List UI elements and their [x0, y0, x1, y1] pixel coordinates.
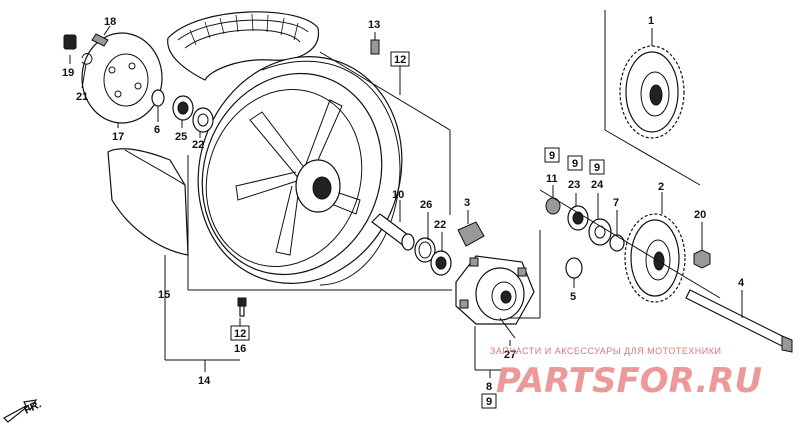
- label-1: 1: [648, 15, 654, 27]
- svg-text:9: 9: [572, 158, 578, 170]
- boxed-label-9-a: 9: [544, 147, 560, 163]
- rear-axle: [685, 289, 793, 353]
- svg-text:9: 9: [549, 150, 555, 162]
- driven-flange: [455, 255, 535, 325]
- left-bearings: [151, 89, 214, 133]
- sprocket-2: [624, 213, 686, 303]
- svg-text:12: 12: [394, 54, 406, 66]
- front-direction-arrow: FR.: [3, 398, 43, 423]
- damper-3: [457, 221, 485, 247]
- rear-fender: [107, 148, 189, 256]
- brake-disc: [81, 32, 163, 124]
- disc-bolts: [63, 33, 109, 65]
- valve-stem: [237, 297, 247, 317]
- label-19: 19: [62, 67, 74, 79]
- label-16: 16: [234, 343, 246, 355]
- watermark-logo: PARTSFOR.RU: [496, 361, 762, 401]
- label-3: 3: [464, 197, 470, 209]
- watermark: ЗАПЧАСТИ И АКСЕССУАРЫ ДЛЯ МОТОТЕХНИКИ PA…: [490, 346, 762, 401]
- label-25: 25: [175, 131, 187, 143]
- label-8: 8: [486, 381, 492, 393]
- boxed-label-9-b: 9: [567, 155, 583, 171]
- stud-27: [499, 317, 516, 339]
- label-5: 5: [570, 291, 576, 303]
- label-14: 14: [198, 375, 211, 387]
- watermark-tagline: ЗАПЧАСТИ И АКСЕССУАРЫ ДЛЯ МОТОТЕХНИКИ: [490, 346, 721, 356]
- boxed-label-9-d: 9: [481, 393, 497, 409]
- hub-bearings: [545, 197, 625, 252]
- label-2: 2: [658, 181, 664, 193]
- label-22-right: 22: [434, 219, 446, 231]
- collar-5: [565, 257, 583, 279]
- part-labels: 18 19 21 17 6 25 22 13 15 16 14 10 26 22…: [62, 15, 745, 393]
- label-10: 10: [392, 189, 404, 201]
- label-26: 26: [420, 199, 432, 211]
- nut-20: [693, 249, 711, 269]
- svg-text:9: 9: [486, 396, 492, 408]
- label-7: 7: [613, 197, 619, 209]
- svg-text:12: 12: [234, 328, 246, 340]
- label-21: 21: [76, 91, 88, 103]
- boxed-label-9-c: 9: [589, 159, 605, 175]
- boxed-label-12-bottom: 12: [230, 325, 250, 341]
- label-23: 23: [568, 179, 580, 191]
- boxed-label-12-top: 12: [390, 51, 410, 67]
- label-15: 15: [158, 289, 170, 301]
- label-11: 11: [546, 173, 558, 185]
- axle-spacer: [371, 213, 452, 276]
- label-13: 13: [368, 19, 380, 31]
- label-4: 4: [738, 277, 745, 289]
- wheel-rim: [197, 56, 403, 286]
- sprocket-1: [619, 45, 685, 139]
- label-22-left: 22: [192, 139, 204, 151]
- direction-label: FR.: [22, 398, 43, 416]
- label-24: 24: [591, 179, 604, 191]
- svg-text:9: 9: [594, 162, 600, 174]
- screw-13: [370, 39, 380, 55]
- label-17: 17: [112, 131, 124, 143]
- label-27: 27: [504, 349, 516, 361]
- label-18: 18: [104, 16, 116, 28]
- label-6: 6: [154, 124, 160, 136]
- label-20: 20: [694, 209, 706, 221]
